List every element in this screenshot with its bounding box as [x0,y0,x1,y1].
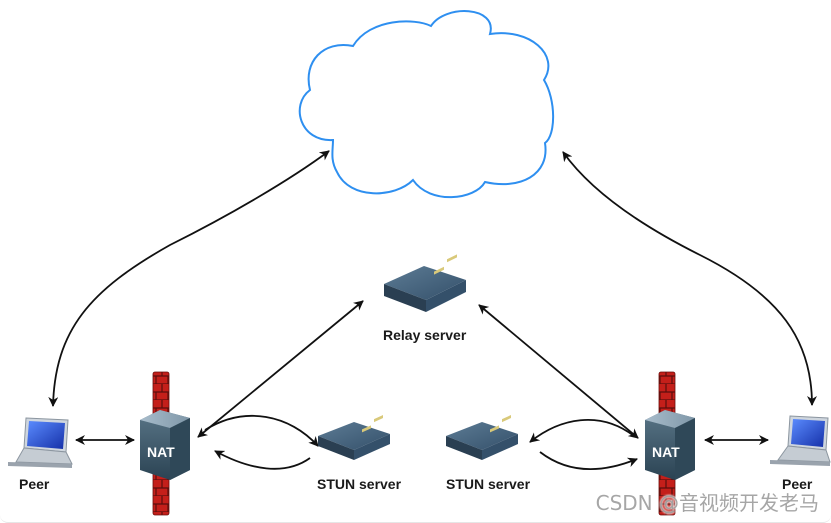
arrow-peer-right-cloud [562,151,817,406]
stun-server-left-icon [318,415,390,460]
nat-right-firewall-icon: NAT [645,371,695,516]
arrow-stun-right-to-nat [539,451,638,470]
arrow-nat-left-relay [197,300,364,438]
relay-server-label: Relay server [383,327,467,343]
arrow-stun-left-to-nat [214,450,311,470]
stun-server-right-icon [446,415,518,460]
nat-left-firewall-icon: NAT [140,371,190,516]
stun-server-left-label: STUN server [317,476,402,492]
peer-left-label: Peer [19,476,50,492]
arrow-nat-left-to-stun [204,415,319,447]
nat-right-label: NAT [652,444,680,460]
stun-server-right-label: STUN server [446,476,531,492]
peer-right-laptop-icon [770,415,831,466]
peer-right-label: Peer [782,476,813,492]
internet-cloud [298,10,555,199]
peer-left-laptop-icon [8,417,73,468]
arrow-nat-right-to-stun [529,419,635,443]
nat-left-label: NAT [147,444,175,460]
arrow-nat-right-relay [478,304,639,439]
arrow-peer-left-cloud [48,150,330,407]
relay-server-icon [384,254,466,312]
watermark: CSDN @音视频开发老马 [595,491,819,515]
